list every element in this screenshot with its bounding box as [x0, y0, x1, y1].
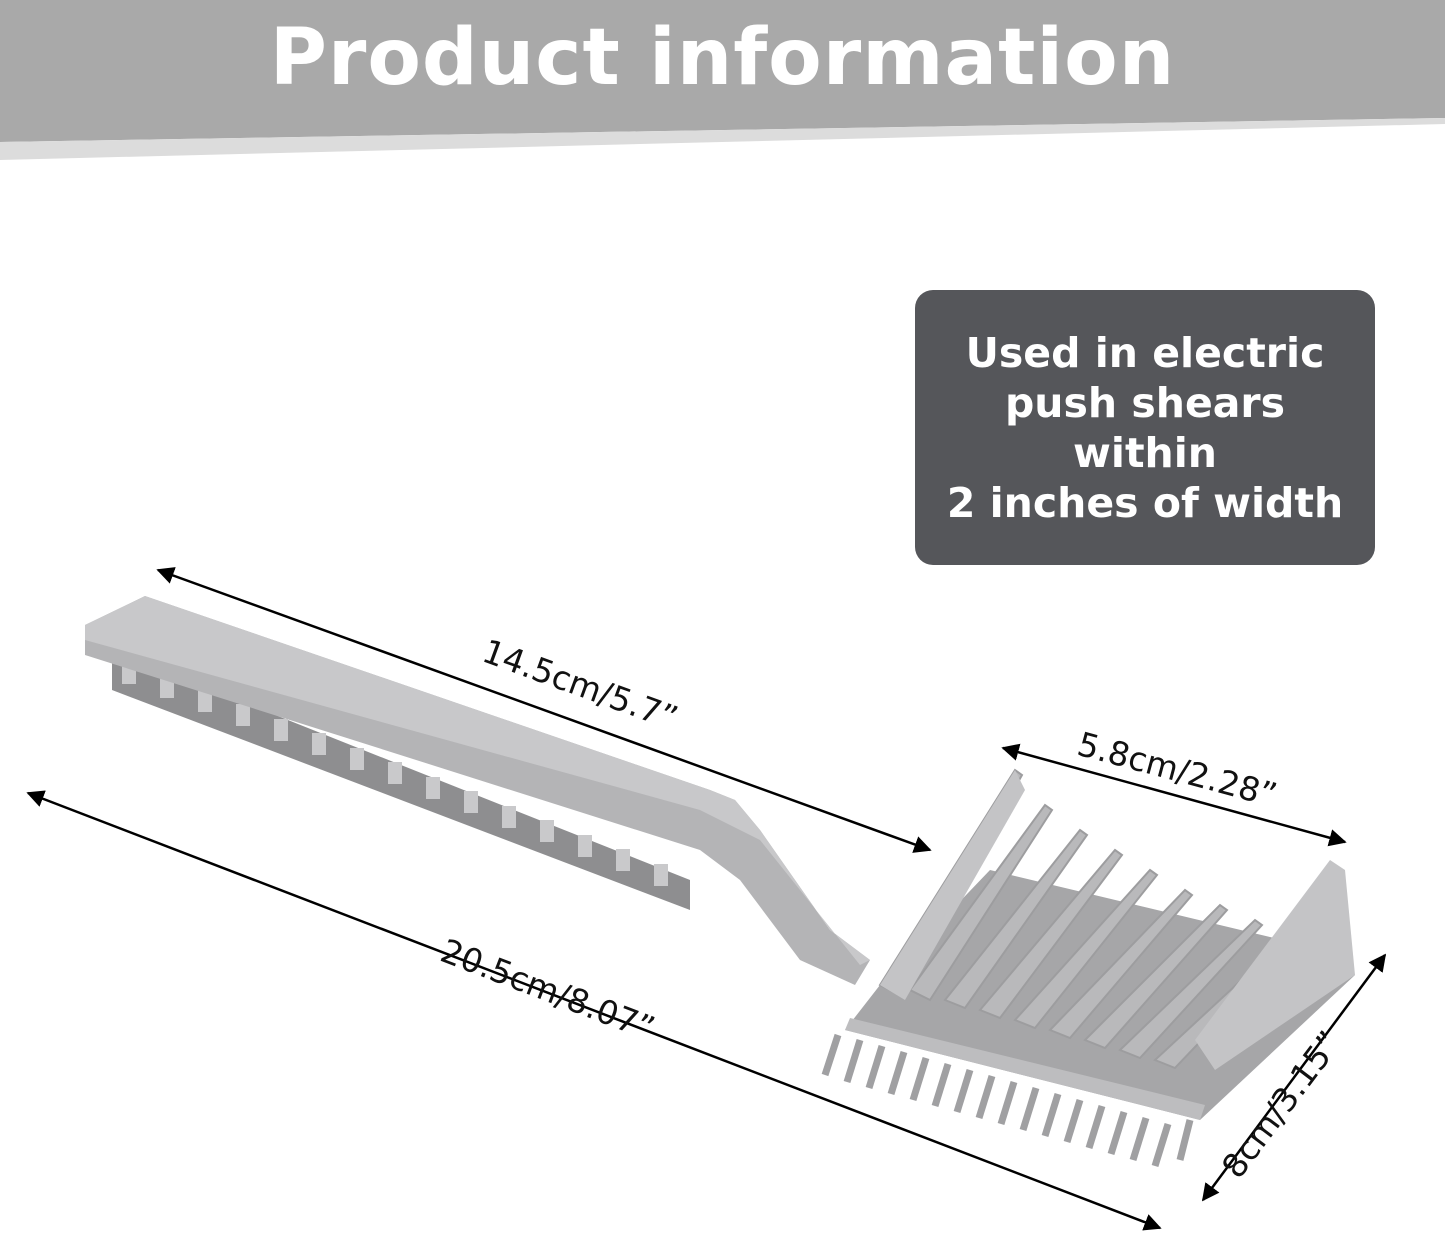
guard-width-arrow — [1001, 743, 1347, 847]
banner-background — [0, 0, 1445, 160]
total-length-arrow — [26, 790, 1162, 1231]
usage-info-line: Used in electric — [965, 328, 1325, 377]
header-banner: Product information — [0, 0, 1445, 160]
usage-info-text: Used in electric push shears within 2 in… — [947, 328, 1343, 528]
page-title: Product information — [269, 13, 1176, 103]
usage-info-line: push shears — [1004, 378, 1286, 427]
usage-info-line: 2 inches of width — [946, 478, 1344, 527]
usage-info-line: within — [1073, 428, 1217, 477]
usage-info-box: Used in electric push shears within 2 in… — [915, 290, 1375, 565]
guard-depth-arrow — [1201, 953, 1387, 1202]
